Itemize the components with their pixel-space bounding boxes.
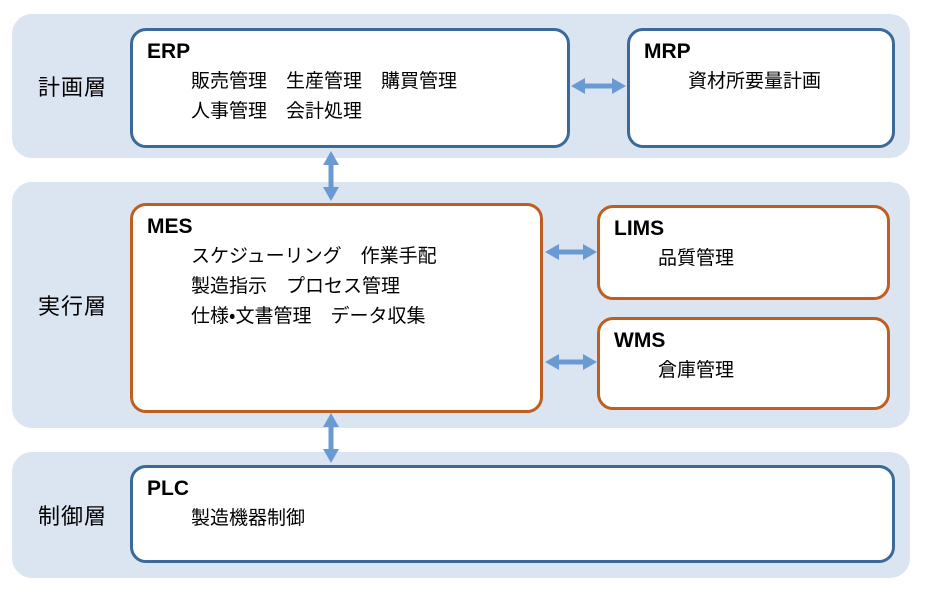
layer-label-planning: 計画層 <box>38 75 108 100</box>
mrp-line-1: 資材所要量計画 <box>688 71 822 92</box>
mes-line-1: スケジューリング 作業手配 <box>191 246 437 267</box>
wms-box: WMS 倉庫管理 <box>597 317 890 410</box>
plc-title: PLC <box>147 477 189 500</box>
mes-box: MES スケジューリング 作業手配 製造指示 プロセス管理 仕様・文書管理 デー… <box>130 203 543 413</box>
mes-line-3: 仕様・文書管理 データ収集 <box>191 306 426 327</box>
erp-title: ERP <box>147 40 191 63</box>
erp-line-1: 販売管理 生産管理 購買管理 <box>191 71 458 92</box>
plc-line-1: 製造機器制御 <box>191 508 306 529</box>
lims-title: LIMS <box>614 217 665 240</box>
arrow-erp-mrp-icon <box>571 78 626 94</box>
layer-label-control: 制御層 <box>38 504 108 529</box>
erp-line-2: 人事管理 会計処理 <box>191 101 363 122</box>
erp-box: ERP 販売管理 生産管理 購買管理 人事管理 会計処理 <box>130 28 570 148</box>
wms-line-1: 倉庫管理 <box>658 360 735 381</box>
mrp-box: MRP 資材所要量計画 <box>627 28 895 148</box>
lims-box: LIMS 品質管理 <box>597 205 890 300</box>
plc-box: PLC 製造機器制御 <box>130 465 895 563</box>
wms-title: WMS <box>614 329 666 352</box>
arrow-erp-mes-icon <box>323 151 339 201</box>
lims-line-1: 品質管理 <box>658 248 735 269</box>
mes-line-2: 製造指示 プロセス管理 <box>191 276 401 297</box>
arrow-mes-wms-icon <box>545 354 597 370</box>
mes-title: MES <box>147 215 193 238</box>
mrp-title: MRP <box>644 40 691 63</box>
layer-label-execution: 実行層 <box>38 294 108 319</box>
arrow-mes-plc-icon <box>323 413 339 463</box>
arrow-mes-lims-icon <box>545 244 597 260</box>
